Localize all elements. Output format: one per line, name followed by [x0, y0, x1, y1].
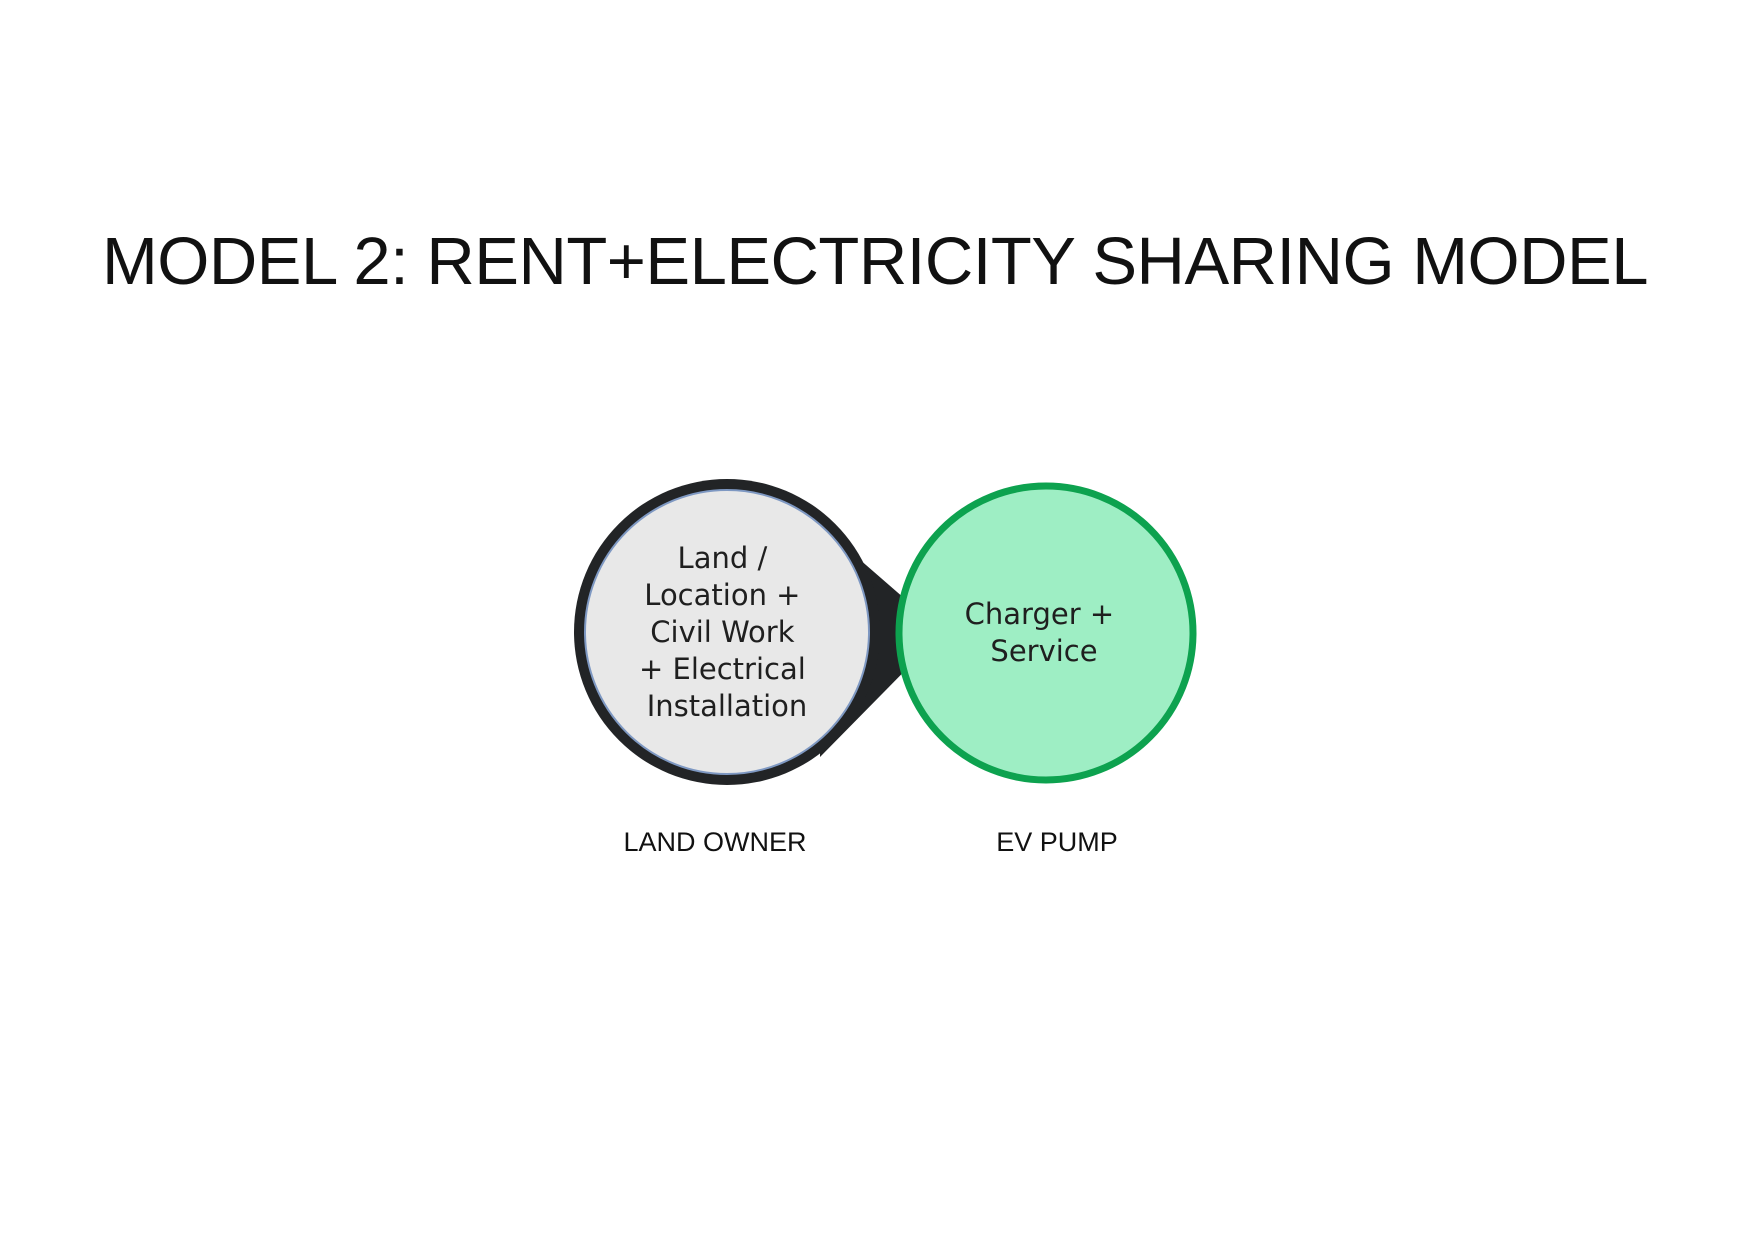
- slide-title: MODEL 2: RENT+ELECTRICITY SHARING MODEL: [102, 224, 1649, 299]
- charger-line-1: Charger +: [965, 597, 1115, 631]
- charger-node-text: Charger + Service: [965, 597, 1124, 668]
- land-line-4: + Electrical: [639, 652, 806, 686]
- land-node-text: Land / Location + Civil Work + Electrica…: [639, 541, 815, 723]
- land-owner-caption: LAND OWNER: [623, 827, 807, 857]
- land-line-3: Civil Work: [650, 615, 794, 649]
- land-node: Land / Location + Civil Work + Electrica…: [574, 479, 880, 785]
- land-line-2: Location +: [644, 578, 800, 612]
- charger-node: Charger + Service: [895, 482, 1197, 784]
- charger-circle: [895, 482, 1197, 784]
- ev-pump-caption: EV PUMP: [996, 827, 1118, 857]
- land-line-5: Installation: [647, 689, 808, 723]
- land-line-1: Land /: [678, 541, 768, 575]
- land-circle-inner: [584, 489, 870, 775]
- charger-line-2: Service: [990, 634, 1097, 668]
